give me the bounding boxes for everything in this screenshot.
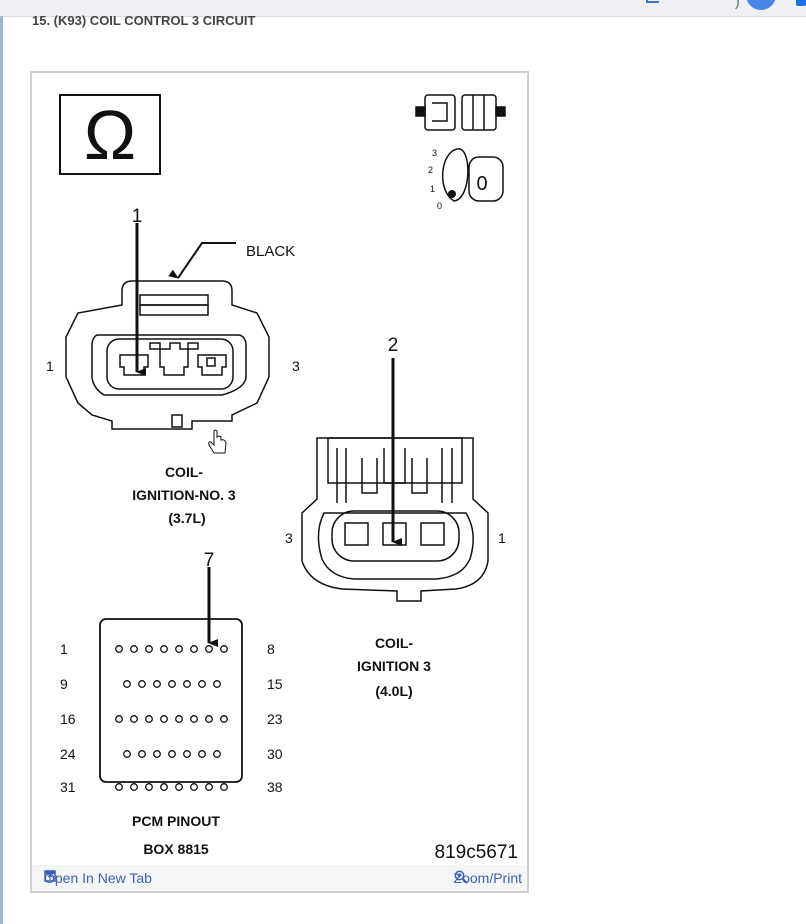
pcm-left-pin-numbers: 1 9 16 24 31 bbox=[60, 641, 76, 795]
pcm-pin bbox=[145, 783, 153, 791]
coil-connector-4-0l bbox=[301, 437, 489, 602]
open-in-new-tab-label: Open In New Tab bbox=[44, 870, 152, 886]
user-avatar[interactable] bbox=[746, 0, 776, 10]
pcm-pin bbox=[160, 715, 168, 723]
disconnect-connector-icon bbox=[415, 94, 506, 131]
top-toolbar: ) bbox=[0, 0, 806, 17]
pin-label-left-b: 3 bbox=[285, 530, 293, 546]
pcm-left-pin-number: 31 bbox=[60, 779, 76, 795]
callout-1: 1 bbox=[132, 206, 143, 227]
comment-icon[interactable] bbox=[645, 0, 663, 7]
pin-label-right-b: 1 bbox=[498, 530, 506, 546]
pcm-pin bbox=[115, 783, 123, 791]
open-in-new-tab-link[interactable]: Open In New Tab bbox=[44, 870, 152, 886]
pcm-pin bbox=[175, 715, 183, 723]
callout-7: 7 bbox=[204, 550, 215, 571]
pin-label-left-a: 1 bbox=[46, 358, 54, 374]
pcm-pin bbox=[183, 750, 191, 758]
pcm-pin bbox=[130, 783, 138, 791]
key-position-label: 0 bbox=[476, 173, 487, 195]
open-new-tab-icon bbox=[44, 870, 56, 882]
pcm-right-pin-number: 38 bbox=[267, 779, 283, 795]
pcm-pin bbox=[220, 715, 228, 723]
pin-label-right-a: 3 bbox=[292, 358, 300, 374]
pcm-left-pin-number: 9 bbox=[60, 676, 68, 692]
ohmmeter-icon: Ω bbox=[59, 94, 161, 175]
pcm-pin bbox=[213, 750, 221, 758]
zoom-print-link[interactable]: Zoom/Print bbox=[454, 870, 522, 886]
black-leader-line bbox=[168, 242, 236, 279]
pcm-right-pin-number: 15 bbox=[267, 676, 283, 692]
connector-a-title-2: IGNITION-NO. 3 bbox=[132, 487, 236, 503]
pcm-pin bbox=[175, 783, 183, 791]
key-scale-2: 2 bbox=[428, 165, 433, 175]
connector-a-title-1: COIL- bbox=[165, 464, 203, 480]
pcm-right-pin-number: 8 bbox=[267, 641, 275, 657]
pcm-pin bbox=[198, 750, 206, 758]
pcm-left-pin-number: 1 bbox=[60, 641, 68, 657]
pcm-left-pin-number: 24 bbox=[60, 746, 76, 762]
ignition-key-off-icon: 3 2 1 0 0 bbox=[428, 148, 504, 211]
pcm-pin bbox=[220, 783, 228, 791]
pcm-left-pin-number: 16 bbox=[60, 711, 76, 727]
pcm-pin bbox=[205, 715, 213, 723]
toolbar-edge-button[interactable] bbox=[796, 0, 806, 6]
pcm-pin bbox=[183, 680, 191, 688]
pcm-title-2: BOX 8815 bbox=[143, 841, 209, 857]
pcm-pin bbox=[138, 750, 146, 758]
pcm-pin bbox=[205, 783, 213, 791]
pcm-pin bbox=[198, 680, 206, 688]
connector-b-title-1: COIL- bbox=[375, 635, 413, 651]
coil-connector-3-7l bbox=[65, 280, 270, 430]
pcm-pin bbox=[220, 645, 228, 653]
pcm-pin bbox=[168, 680, 176, 688]
ohm-symbol: Ω bbox=[84, 96, 136, 174]
pcm-pin bbox=[160, 783, 168, 791]
key-scale-0: 0 bbox=[437, 201, 442, 211]
pcm-pin bbox=[190, 715, 198, 723]
diagram-figure: Ω 3 2 1 0 0 bbox=[30, 71, 529, 893]
pcm-right-pin-numbers: 8 15 23 30 38 bbox=[267, 641, 283, 795]
pcm-pin-grid bbox=[115, 645, 228, 791]
pcm-right-pin-number: 23 bbox=[267, 711, 283, 727]
pcm-pin bbox=[205, 645, 213, 653]
pcm-pin bbox=[123, 680, 131, 688]
pcm-pin bbox=[153, 750, 161, 758]
pcm-connector-body bbox=[99, 618, 243, 783]
pcm-pin bbox=[130, 645, 138, 653]
pcm-pin bbox=[175, 645, 183, 653]
pcm-pin bbox=[145, 715, 153, 723]
pcm-pin bbox=[160, 645, 168, 653]
pcm-pin bbox=[138, 680, 146, 688]
pcm-pin bbox=[115, 715, 123, 723]
callout-2: 2 bbox=[388, 335, 399, 356]
pcm-pin bbox=[115, 645, 123, 653]
hand-cursor-icon bbox=[208, 429, 227, 454]
connector-diagram: Ω 3 2 1 0 0 bbox=[46, 94, 518, 863]
zoom-icon bbox=[454, 870, 468, 884]
pcm-pin bbox=[190, 645, 198, 653]
figure-footer: Open In New Tab Zoom/Print bbox=[32, 865, 527, 891]
zoom-print-label: Zoom/Print bbox=[453, 870, 522, 886]
connector-a-title-3: (3.7L) bbox=[168, 510, 205, 526]
key-scale-3: 3 bbox=[432, 148, 437, 158]
pcm-pin bbox=[153, 680, 161, 688]
connector-color-label: BLACK bbox=[246, 243, 295, 260]
pcm-pin bbox=[190, 783, 198, 791]
pcm-pin bbox=[123, 750, 131, 758]
connector-b-title-3: (4.0L) bbox=[375, 683, 412, 699]
left-edge-bar bbox=[0, 16, 3, 924]
pcm-pin bbox=[168, 750, 176, 758]
connector-b-title-2: IGNITION 3 bbox=[357, 658, 431, 674]
pcm-pin bbox=[130, 715, 138, 723]
toolbar-separator: ) bbox=[735, 0, 740, 9]
key-scale-1: 1 bbox=[430, 184, 435, 194]
page-title: 15. (K93) COIL CONTROL 3 CIRCUIT bbox=[32, 13, 256, 28]
pcm-pin bbox=[145, 645, 153, 653]
pcm-pin bbox=[213, 680, 221, 688]
pcm-right-pin-number: 30 bbox=[267, 746, 283, 762]
figure-id: 819c5671 bbox=[435, 842, 518, 863]
pcm-title-1: PCM PINOUT bbox=[132, 813, 220, 829]
